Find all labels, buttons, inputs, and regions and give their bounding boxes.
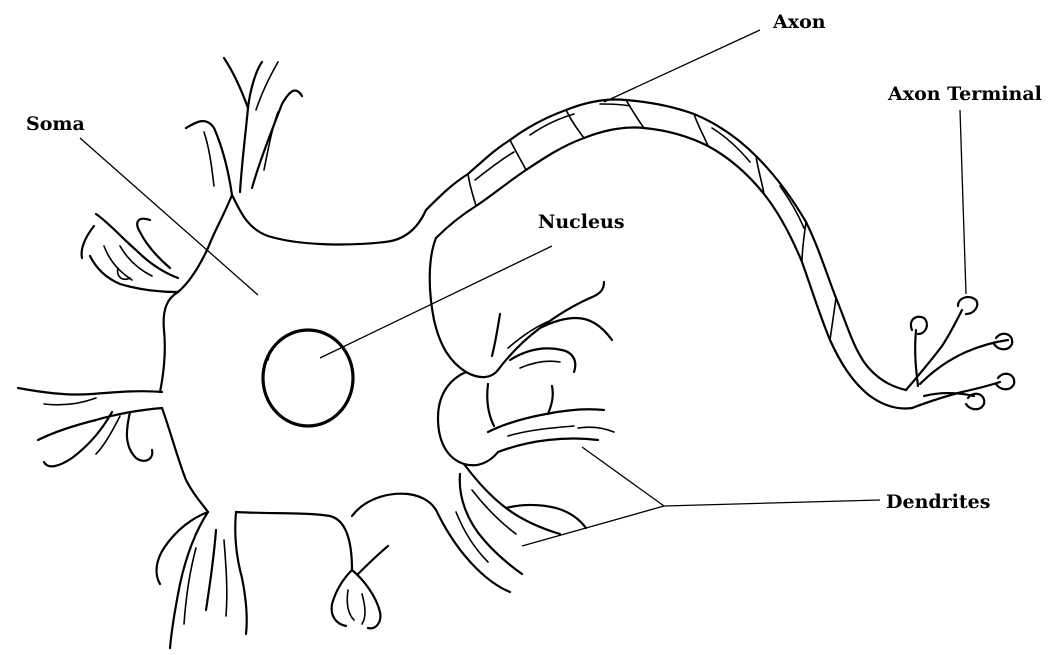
axon-terminal-leader-line — [960, 110, 966, 294]
soma-label: Soma — [26, 113, 85, 135]
axon-shape — [426, 99, 912, 408]
axon-leader-line — [604, 30, 760, 102]
dendrites-shape — [18, 58, 614, 648]
dendrites-leader-line-1 — [582, 447, 664, 506]
axon-terminal-label: Axon Terminal — [887, 83, 1042, 105]
nucleus-label: Nucleus — [538, 211, 625, 233]
dendrites-leader-line-2 — [522, 506, 664, 546]
axon-label: Axon — [772, 11, 826, 33]
dendrites-leader-line-main — [664, 500, 880, 506]
soma-leader-line — [80, 138, 258, 295]
axon-terminal-shape — [906, 297, 1014, 409]
nucleus-shape — [263, 330, 353, 426]
dendrites-label: Dendrites — [886, 491, 990, 513]
soma-outline — [160, 195, 498, 570]
